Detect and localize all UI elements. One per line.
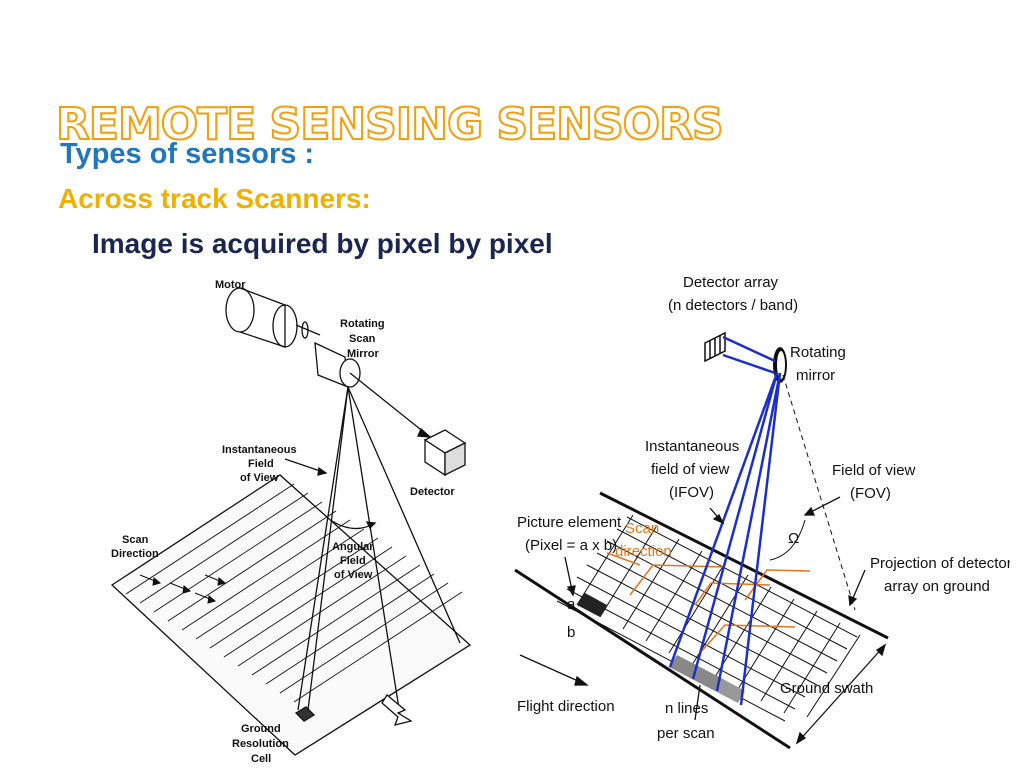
right-swath	[514, 491, 889, 750]
right-scanner-diagram: Detector array (n detectors / band) Rota…	[514, 274, 1010, 750]
label-fov-2: (FOV)	[850, 485, 891, 502]
label-motor: Motor	[215, 279, 246, 291]
label-rotating: Rotating	[340, 318, 385, 330]
label-ground-swath: Ground swath	[780, 680, 873, 697]
label-ifov: (IFOV)	[669, 484, 714, 501]
subheading: Across track Scanners:	[58, 183, 371, 214]
pointer-lines	[519, 496, 887, 745]
label-a: a	[567, 596, 576, 613]
label-ground: Ground	[241, 723, 281, 735]
label-field: Field	[248, 458, 274, 470]
label-angular: Angular	[332, 541, 374, 553]
label-scan: Scan	[349, 333, 376, 345]
label-direction: direction	[615, 543, 672, 560]
mirror-highlight	[777, 351, 785, 379]
label-fov-1: Field of view	[832, 462, 916, 479]
label-mirror: Mirror	[347, 348, 380, 360]
label-instantaneous: Instantaneous	[645, 438, 739, 455]
label-picture-element: Picture element	[517, 514, 622, 531]
fov-line	[782, 374, 856, 611]
slide-heading: REMOTE SENSING SENSORS	[55, 99, 725, 150]
detector-array-icon	[704, 331, 726, 363]
label-per-scan: per scan	[657, 725, 715, 742]
left-scanner-diagram: Motor Rotating Scan Mirror Instantaneous…	[110, 279, 472, 765]
label-pixel-formula: (Pixel = a x b)	[525, 537, 617, 554]
label-instantaneous: Instantaneous	[222, 444, 297, 456]
label-of-view: of View	[240, 472, 279, 484]
label-detector-array: Detector array	[683, 274, 779, 291]
label-cell: Cell	[251, 753, 271, 765]
ifov-rays	[668, 335, 782, 706]
label-projection-2: array on ground	[884, 578, 990, 595]
label-projection-1: Projection of detector	[870, 555, 1010, 572]
label-mirror: mirror	[796, 367, 835, 384]
label-scan: Scan	[625, 520, 659, 537]
label-resolution: Resolution	[232, 738, 289, 750]
description: Image is acquired by pixel by pixel	[92, 228, 553, 259]
left-diagram-labels: Motor Rotating Scan Mirror Instantaneous…	[111, 279, 455, 765]
scan-line-cell-3	[715, 679, 745, 703]
label-flight-direction: Flight direction	[517, 698, 615, 715]
pixel-cell	[577, 593, 607, 617]
scan-line-cell-1	[669, 655, 700, 679]
right-diagram-labels: Detector array (n detectors / band) Rota…	[517, 274, 1010, 742]
left-diagram-lines	[110, 287, 472, 756]
label-rotating: Rotating	[790, 344, 846, 361]
label-afov-view: of View	[334, 569, 373, 581]
label-b: b	[567, 624, 575, 641]
label-n-detectors: (n detectors / band)	[668, 297, 798, 314]
label-scan-dir-2: Direction	[111, 548, 159, 560]
label-scan-dir-1: Scan	[122, 534, 149, 546]
omega-arc	[769, 519, 806, 561]
label-field-of-view: field of view	[651, 461, 730, 478]
label-afov-field: Field	[340, 555, 366, 567]
scan-direction-arrows	[606, 552, 811, 654]
scan-line-cell-2	[692, 667, 723, 691]
label-omega: Ω	[788, 530, 799, 547]
label-n-lines: n lines	[665, 700, 708, 717]
label-detector: Detector	[410, 486, 455, 498]
types-label: Types of sensors :	[60, 138, 315, 170]
